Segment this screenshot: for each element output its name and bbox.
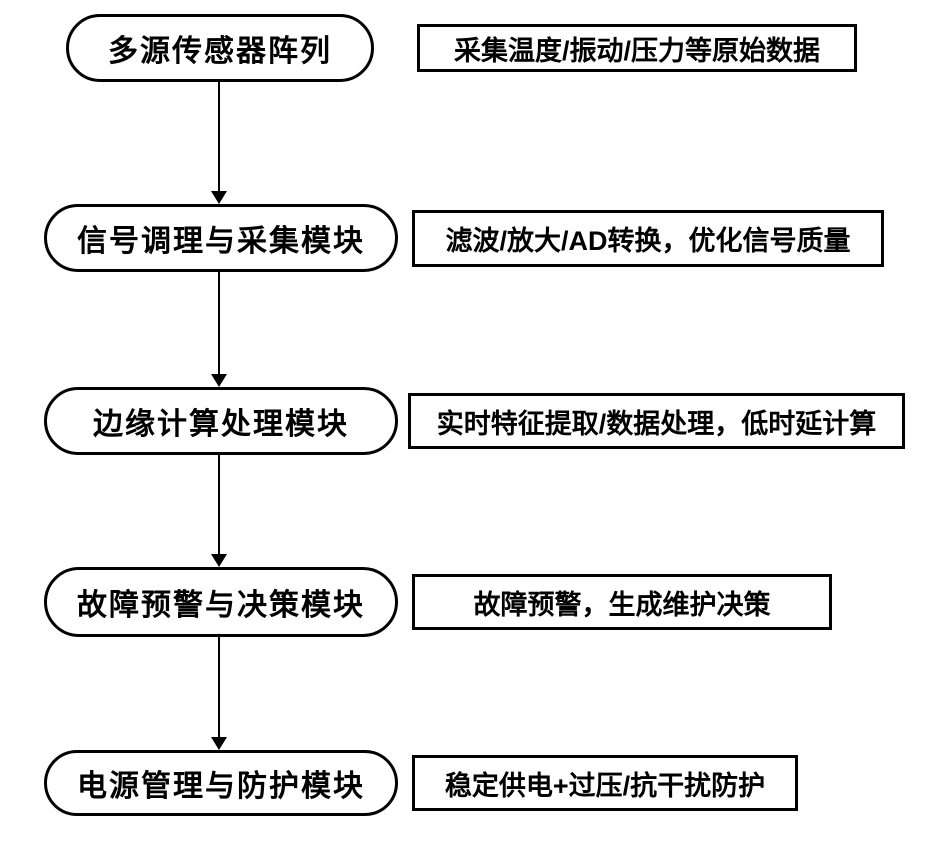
flow-note-power-management: 稳定供电+过压/抗干扰防护 xyxy=(412,755,798,811)
flow-node-signal-conditioning: 信号调理与采集模块 xyxy=(44,204,398,272)
flow-node-label: 故障预警与决策模块 xyxy=(77,589,365,622)
flow-node-label: 边缘计算处理模块 xyxy=(93,408,349,441)
flow-note-sensor-array: 采集温度/振动/压力等原始数据 xyxy=(417,24,857,72)
arrow-shaft xyxy=(218,272,220,374)
flow-note-label: 实时特征提取/数据处理，低时延计算 xyxy=(436,408,877,439)
arrow-shaft xyxy=(218,455,220,554)
flow-note-label: 滤波/放大/AD转换，优化信号质量 xyxy=(445,226,851,256)
arrow-shaft xyxy=(218,637,220,737)
flow-note-label: 采集温度/振动/压力等原始数据 xyxy=(453,35,820,66)
flow-arrow-down xyxy=(209,272,229,387)
flow-note-label: 故障预警，生成维护决策 xyxy=(473,589,771,620)
arrow-shaft xyxy=(218,82,220,191)
arrow-head-icon xyxy=(211,554,227,567)
arrow-head-icon xyxy=(211,191,227,204)
flow-note-fault-warning: 故障预警，生成维护决策 xyxy=(412,574,832,630)
flow-node-label: 电源管理与防护模块 xyxy=(77,770,365,803)
flow-node-edge-computing: 边缘计算处理模块 xyxy=(44,387,398,455)
arrow-head-icon xyxy=(211,374,227,387)
flow-node-fault-warning: 故障预警与决策模块 xyxy=(44,567,398,637)
flow-arrow-down xyxy=(209,455,229,567)
flow-arrow-down xyxy=(209,637,229,750)
flow-node-sensor-array: 多源传感器阵列 xyxy=(66,14,374,82)
flow-note-edge-computing: 实时特征提取/数据处理，低时延计算 xyxy=(408,393,905,449)
flow-node-label: 多源传感器阵列 xyxy=(108,35,332,68)
flow-node-label: 信号调理与采集模块 xyxy=(77,225,365,258)
flow-arrow-down xyxy=(209,82,229,204)
flow-node-power-management: 电源管理与防护模块 xyxy=(44,750,398,816)
flow-note-signal-conditioning: 滤波/放大/AD转换，优化信号质量 xyxy=(412,210,884,267)
arrow-head-icon xyxy=(211,737,227,750)
flow-note-label: 稳定供电+过压/抗干扰防护 xyxy=(444,770,766,801)
